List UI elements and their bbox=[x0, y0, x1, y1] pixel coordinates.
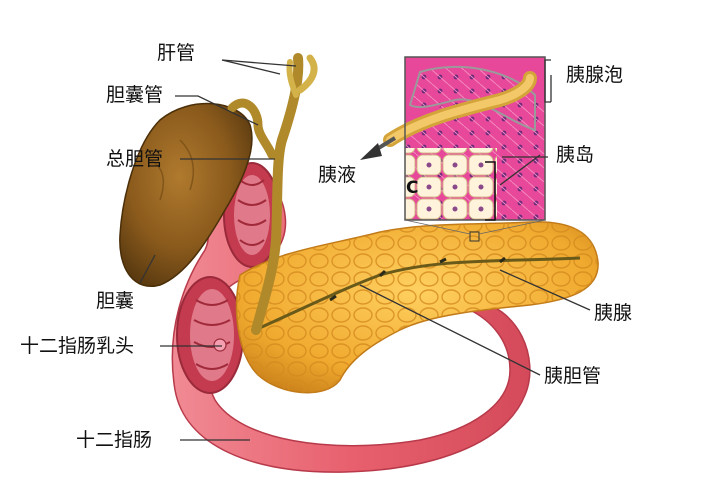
label-pancreatic-juice: 胰液 bbox=[318, 164, 357, 186]
label-cystic-duct: 胆囊管 bbox=[106, 84, 164, 106]
label-duodenal-papilla: 十二指肠乳头 bbox=[20, 335, 135, 357]
juice-arrowhead bbox=[360, 143, 382, 160]
label-pancreas: 胰腺 bbox=[594, 302, 633, 324]
pancreas bbox=[235, 221, 599, 394]
label-gallbladder: 胆囊 bbox=[96, 290, 135, 312]
gallbladder bbox=[119, 102, 253, 287]
label-duodenum: 十二指肠 bbox=[76, 429, 153, 451]
duodenum bbox=[171, 162, 531, 473]
leader-lines bbox=[139, 59, 591, 441]
histology-inset bbox=[383, 56, 546, 242]
label-islet: 胰岛 bbox=[556, 144, 595, 166]
label-pancreatic-duct: 胰胆管 bbox=[544, 365, 602, 387]
label-hepatic-duct: 肝管 bbox=[157, 42, 196, 64]
label-common-bile-duct: 总胆管 bbox=[106, 148, 164, 170]
inset-letter-c: C bbox=[406, 178, 419, 198]
label-acinus: 胰腺泡 bbox=[566, 64, 624, 86]
